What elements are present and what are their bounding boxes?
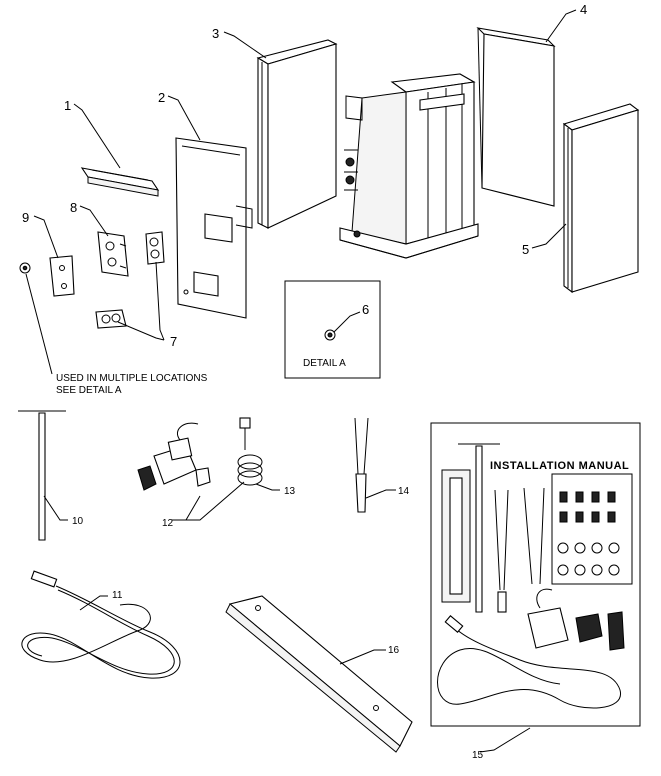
kit-connector-grid xyxy=(557,491,620,576)
callout-5: 5 xyxy=(522,242,529,257)
part-11-coiled-tube xyxy=(21,570,181,679)
part-5-right-panel xyxy=(562,103,640,294)
part-10-t-handle-rod xyxy=(18,410,66,541)
callout-2: 2 xyxy=(158,90,165,105)
part-7-grommet-plates xyxy=(95,231,165,329)
callout-3: 3 xyxy=(212,26,219,41)
callout-15: 15 xyxy=(472,750,484,761)
part-12-solenoid-valve xyxy=(137,422,211,491)
callout-1: 1 xyxy=(64,98,71,113)
note-see-detail-a: SEE DETAIL A xyxy=(56,385,122,396)
callout-10: 10 xyxy=(72,516,84,527)
callout-11: 11 xyxy=(112,590,123,601)
part-14-sensor-probe xyxy=(354,417,369,513)
part-8-bracket xyxy=(97,231,129,277)
callout-7: 7 xyxy=(170,334,177,349)
part-16-angle-bracket xyxy=(225,595,413,753)
callout-9: 9 xyxy=(22,210,29,225)
part-3-front-panel xyxy=(256,39,338,229)
callout-numbers: 1 2 3 4 5 6 7 8 9 10 11 12 13 14 15 16 xyxy=(22,2,587,761)
part-13-wire-harness xyxy=(237,417,263,486)
leader-lines xyxy=(25,9,577,753)
part-4-back-panel xyxy=(476,27,556,207)
callout-16: 16 xyxy=(388,645,400,656)
installation-manual-label: INSTALLATION MANUAL xyxy=(490,460,629,472)
part-1-top-rail xyxy=(80,167,160,197)
part-9-small-bracket xyxy=(49,255,75,297)
callout-4: 4 xyxy=(580,2,587,17)
callout-12: 12 xyxy=(162,518,174,529)
callout-14: 14 xyxy=(398,486,410,497)
part-2-side-panel xyxy=(175,137,253,319)
callout-8: 8 xyxy=(70,200,77,215)
detail-a-nut-reference xyxy=(19,262,31,274)
part-15-installation-kit xyxy=(430,422,641,727)
detail-a-label: DETAIL A xyxy=(303,358,346,369)
callout-6: 6 xyxy=(362,302,369,317)
detail-a-box xyxy=(284,280,381,379)
callout-13: 13 xyxy=(284,486,296,497)
note-multiple-locations: USED IN MULTIPLE LOCATIONS xyxy=(56,373,208,384)
main-cabinet-unit xyxy=(339,73,479,259)
